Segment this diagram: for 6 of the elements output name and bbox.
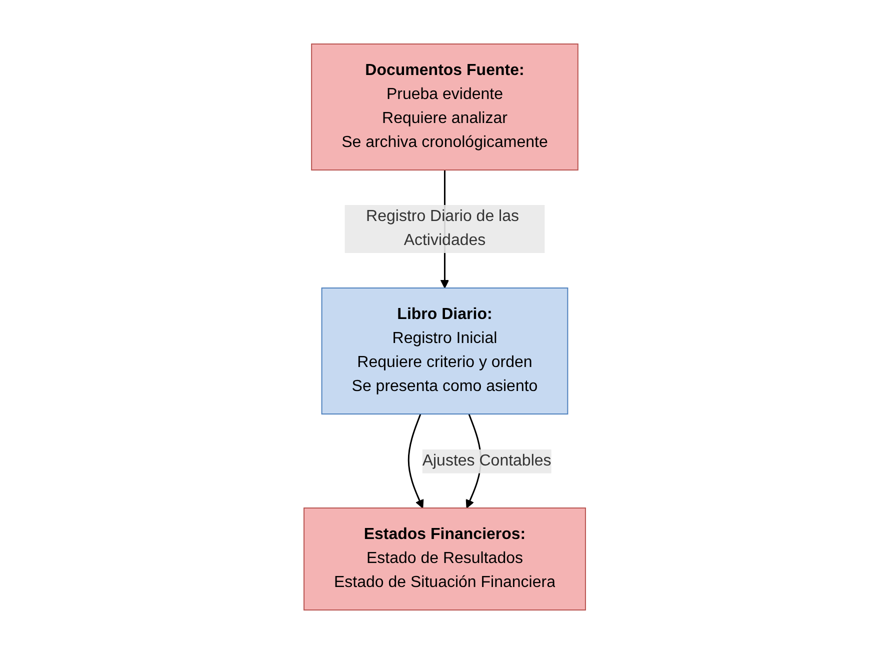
edge-label: Registro Diario de las Actividades — [366, 208, 519, 249]
node-box: Estados Financieros: Estado de Resultados Estado de Situación Financiera — [303, 508, 586, 610]
arrow — [408, 414, 424, 508]
node-box: Libro Diario: Registro Inicial Requiere criterio y orden Se presenta como asiento — [321, 288, 568, 414]
edge-label: Ajustes Contables — [422, 452, 552, 470]
node-box: Documentos Fuente: Prueba evidente Requiere analizar Se archiva cronológicamente — [310, 44, 578, 170]
